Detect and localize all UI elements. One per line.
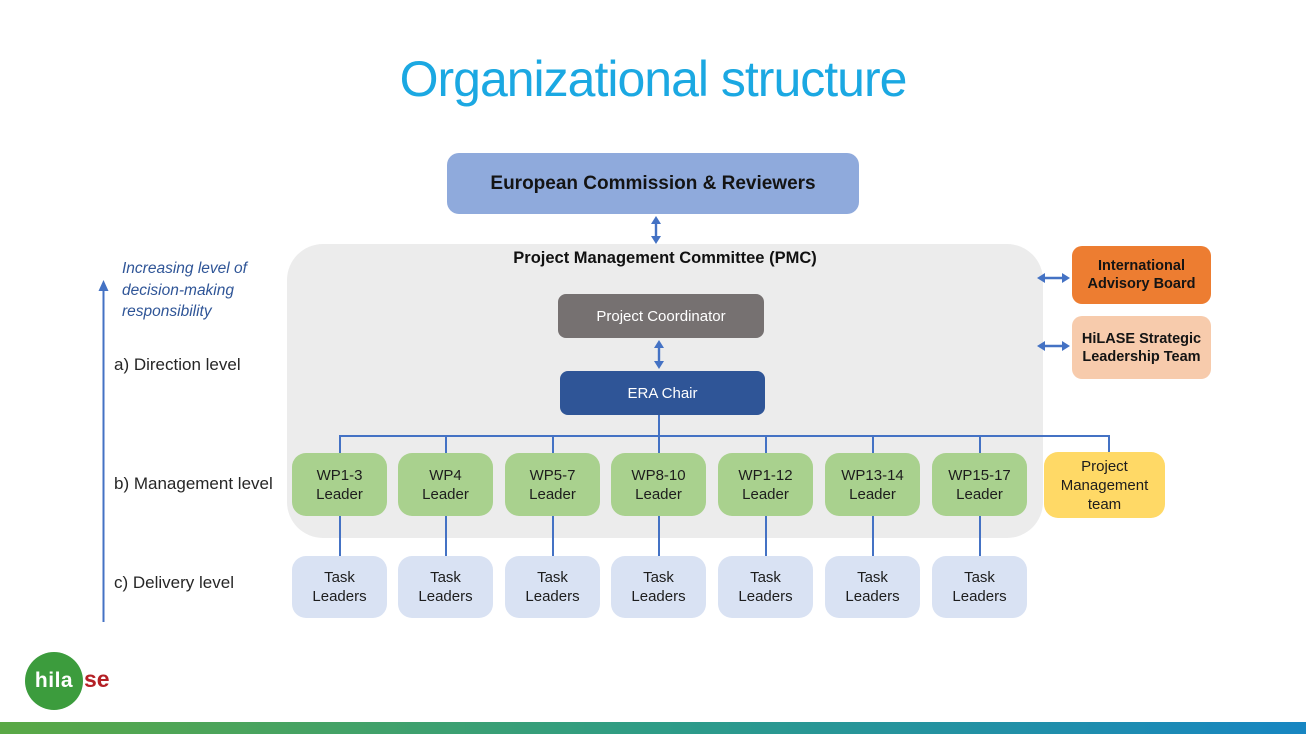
level-label-direction: a) Direction level bbox=[114, 355, 241, 374]
side-note: Increasing level of decision-making resp… bbox=[122, 258, 297, 323]
pmc-title: Project Management Committee (PMC) bbox=[513, 249, 817, 267]
wp-label: WP8-10 bbox=[631, 466, 686, 484]
hilase-logo: hila bbox=[25, 652, 83, 710]
task-leaders-label: Task Leaders bbox=[845, 569, 900, 605]
task-leaders-box: Task Leaders bbox=[932, 556, 1027, 618]
international-advisory-board-box: International Advisory Board bbox=[1072, 246, 1211, 304]
project-coordinator-box: Project Coordinator bbox=[558, 294, 764, 338]
footer-gradient-bar bbox=[0, 722, 1306, 734]
hilase-strategic-leadership-team-label: HiLASE Strategic Leadership Team bbox=[1081, 330, 1202, 365]
european-commission-box: European Commission & Reviewers bbox=[447, 153, 859, 214]
connector-wp-task bbox=[445, 516, 447, 556]
wp-leader-box: WP13-14 Leader bbox=[825, 453, 920, 516]
connector-drop bbox=[979, 436, 981, 454]
european-commission-label: European Commission & Reviewers bbox=[490, 172, 816, 194]
double-arrow-vertical-icon bbox=[654, 340, 664, 369]
connector-wp-task bbox=[552, 516, 554, 556]
connector-wp-task bbox=[979, 516, 981, 556]
era-chair-box: ERA Chair bbox=[560, 371, 765, 415]
wp-role: Leader bbox=[956, 485, 1003, 503]
connector-drop bbox=[552, 436, 554, 454]
wp-role: Leader bbox=[742, 485, 789, 503]
connector-wp-task bbox=[872, 516, 874, 556]
page-title: Organizational structure bbox=[399, 51, 908, 107]
side-note-line: responsibility bbox=[122, 303, 212, 320]
task-leaders-label: Task Leaders bbox=[312, 569, 367, 605]
wp-leader-box: WP5-7 Leader bbox=[505, 453, 600, 516]
wp-leader-box: WP8-10 Leader bbox=[611, 453, 706, 516]
wp-label: WP4 bbox=[429, 466, 462, 484]
level-label-delivery: c) Delivery level bbox=[114, 573, 234, 592]
wp-leader-box: WP4 Leader bbox=[398, 453, 493, 516]
task-leaders-label: Task Leaders bbox=[418, 569, 473, 605]
connector-wp-task bbox=[339, 516, 341, 556]
wp-leader-box: WP1-3 Leader bbox=[292, 453, 387, 516]
project-coordinator-label: Project Coordinator bbox=[596, 307, 726, 325]
wp-role: Leader bbox=[635, 485, 682, 503]
connector-drop bbox=[765, 436, 767, 454]
wp-leader-box: WP15-17 Leader bbox=[932, 453, 1027, 516]
connector-wp-task bbox=[658, 516, 660, 556]
task-leaders-box: Task Leaders bbox=[718, 556, 813, 618]
wp-leader-box: WP1-12 Leader bbox=[718, 453, 813, 516]
task-leaders-box: Task Leaders bbox=[611, 556, 706, 618]
connector-drop bbox=[339, 436, 341, 454]
connector-era-to-bus bbox=[658, 415, 660, 436]
side-note-line: Increasing level of bbox=[122, 260, 247, 277]
side-note-line: decision-making bbox=[122, 281, 234, 299]
wp-role: Leader bbox=[316, 485, 363, 503]
wp-label: WP13-14 bbox=[841, 466, 904, 484]
connector-wp-task bbox=[765, 516, 767, 556]
task-leaders-label: Task Leaders bbox=[631, 569, 686, 605]
task-leaders-label: Task Leaders bbox=[952, 569, 1007, 605]
hilase-logo-text-red: se bbox=[84, 666, 110, 692]
connector-drop bbox=[658, 436, 660, 454]
task-leaders-box: Task Leaders bbox=[398, 556, 493, 618]
connector-drop bbox=[872, 436, 874, 454]
project-management-team-box: Project Management team bbox=[1044, 452, 1165, 518]
level-label-management: b) Management level bbox=[114, 474, 273, 493]
wp-label: WP1-3 bbox=[316, 466, 363, 484]
wp-role: Leader bbox=[849, 485, 896, 503]
project-management-team-label: Project Management team bbox=[1060, 457, 1149, 513]
task-leaders-label: Task Leaders bbox=[738, 569, 793, 605]
wp-role: Leader bbox=[422, 485, 469, 503]
wp-label: WP1-12 bbox=[738, 466, 793, 484]
up-arrow-icon bbox=[98, 280, 109, 622]
hilase-strategic-leadership-team-box: HiLASE Strategic Leadership Team bbox=[1072, 316, 1211, 379]
double-arrow-horizontal-icon bbox=[1037, 341, 1070, 351]
era-chair-label: ERA Chair bbox=[627, 384, 698, 402]
wp-label: WP5-7 bbox=[529, 466, 576, 484]
connector-drop-pm-team bbox=[1108, 436, 1110, 453]
wp-label: WP15-17 bbox=[948, 466, 1011, 484]
double-arrow-horizontal-icon bbox=[1037, 273, 1070, 283]
task-leaders-box: Task Leaders bbox=[825, 556, 920, 618]
wp-role: Leader bbox=[529, 485, 576, 503]
international-advisory-board-label: International Advisory Board bbox=[1087, 258, 1196, 292]
connector-drop bbox=[445, 436, 447, 454]
task-leaders-box: Task Leaders bbox=[505, 556, 600, 618]
task-leaders-label: Task Leaders bbox=[525, 569, 580, 605]
task-leaders-box: Task Leaders bbox=[292, 556, 387, 618]
connector-horizontal-bus bbox=[339, 435, 1110, 437]
double-arrow-vertical-icon bbox=[651, 216, 661, 244]
hilase-logo-text-white: hila bbox=[34, 669, 74, 692]
